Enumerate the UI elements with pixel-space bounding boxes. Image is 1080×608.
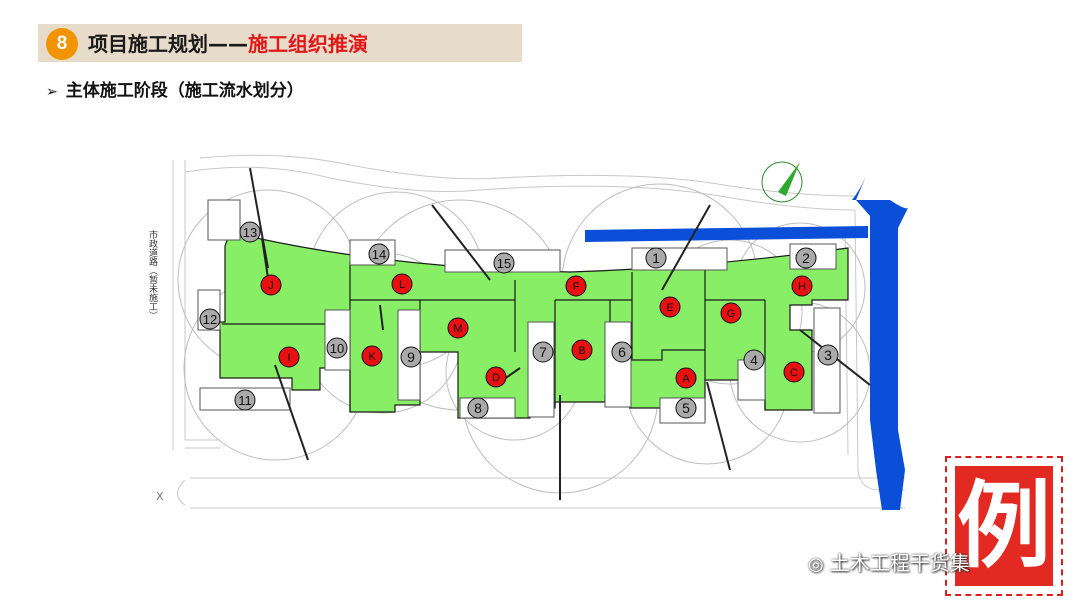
zone-marker-e: E [659,296,681,318]
crane-marker-13: 13 [239,221,261,243]
water-channel [585,226,868,242]
crane-marker-10: 10 [326,337,348,359]
wechat-icon: ◎ [808,554,824,575]
zone-marker-label: K [368,351,376,363]
crane-marker-12: 12 [199,308,221,330]
watermark: ◎土木工程干货集 [808,548,970,578]
crane-marker-label: 1 [652,250,660,266]
crane-marker-label: 8 [474,400,482,416]
zone-marker-g: G [720,302,742,324]
arrow-bullet-icon: ➢ [46,84,58,100]
zone-marker-b: B [571,339,593,361]
zone-marker-h: H [791,275,813,297]
crane-marker-label: 6 [618,344,626,360]
crane-marker-4: 4 [743,349,765,371]
zone-marker-label: I [287,352,290,364]
crane-marker-label: 4 [750,352,758,368]
zone-markers: A B C D E F G H I J K L M [260,273,813,389]
watermark-text: 土木工程干货集 [829,551,970,575]
crane-marker-7: 7 [532,341,554,363]
crane-marker-label: 3 [824,347,832,363]
zone-marker-label: G [727,308,736,320]
axis-marker: X [156,490,164,503]
crane-marker-label: 11 [238,393,252,408]
page-title-main: 项目施工规划—— [88,32,248,56]
crane-marker-3: 3 [817,344,839,366]
zone-marker-c: C [783,361,805,383]
zone-marker-k: K [361,345,383,367]
page-title: 项目施工规划——施工组织推演 [88,30,368,58]
zone-marker-j: J [260,274,282,296]
zone-marker-i: I [278,346,300,368]
crane-marker-label: 7 [539,344,547,360]
header-bar [38,24,522,62]
crane-marker-label: 12 [203,312,217,327]
crane-marker-5: 5 [675,397,697,419]
zone-marker-label: H [798,281,806,293]
crane-marker-9: 9 [400,346,422,368]
crane-marker-label: 15 [497,256,511,271]
section-subtitle: ➢ 主体施工阶段（施工流水划分） [46,78,304,104]
road-label: 市政道路（暂未施工） [147,229,158,320]
crane-marker-6: 6 [611,341,633,363]
zone-marker-m: M [447,317,469,339]
crane-marker-1: 1 [645,247,667,269]
crane-marker-label: 2 [802,250,810,266]
zone-marker-a: A [675,367,697,389]
zone-marker-label: B [578,345,585,357]
river [852,176,908,510]
step-number-badge: 8 [46,28,78,60]
zone-marker-label: M [453,323,462,335]
crane-marker-14: 14 [368,243,390,265]
example-stamp-char: 例 [955,466,1053,586]
page-title-highlight: 施工组织推演 [248,32,368,56]
zone-marker-label: E [666,302,673,314]
crane-marker-8: 8 [467,397,489,419]
zone-marker-f: F [565,275,587,297]
road-label-group: 市政道路（暂未施工） X [147,229,164,503]
crane-marker-label: 9 [407,349,415,365]
zone-marker-l: L [391,273,413,295]
section-subtitle-text: 主体施工阶段（施工流水划分） [65,81,304,101]
crane-marker-11: 11 [234,389,256,411]
zone-marker-label: F [573,281,580,293]
crane-marker-label: 13 [243,225,257,240]
zone-marker-label: A [682,373,690,385]
zone-marker-label: L [399,279,405,291]
crane-marker-2: 2 [795,247,817,269]
north-arrow-icon [761,161,803,203]
zone-marker-label: C [790,367,798,379]
crane-jibs [249,167,871,500]
crane-marker-label: 10 [330,341,344,356]
crane-marker-label: 5 [682,400,690,416]
zone-marker-d: D [485,366,507,388]
crane-marker-label: 14 [372,247,386,262]
example-stamp: 例 [945,456,1063,596]
zone-marker-label: D [492,372,500,384]
crane-marker-15: 15 [493,252,515,274]
zone-marker-label: J [268,280,274,292]
